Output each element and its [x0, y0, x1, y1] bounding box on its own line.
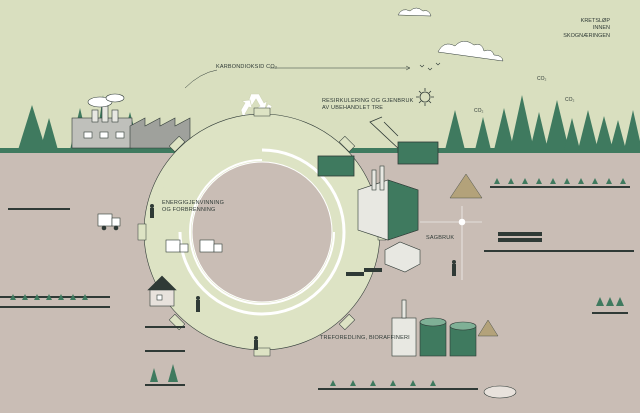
logs-icon [346, 232, 542, 276]
title-line-1: Kretsløp [580, 18, 610, 24]
person-icon [150, 204, 456, 350]
co2-mark: CO₂ [565, 97, 575, 103]
birds [419, 62, 441, 71]
label-recycling: Resirkulering og gjenbruk av ubehandlet … [322, 98, 414, 112]
label-co2-flow: Karbondioksid CO₂ [216, 64, 278, 70]
label-refining: Treforedling, bioraffineri [320, 335, 410, 341]
sun-icon [416, 88, 434, 106]
label-recycling-line-2: av ubehandlet tre [322, 104, 384, 111]
crop-field [0, 186, 634, 390]
label-energy-line-1: Energigjenvinning [162, 200, 225, 206]
crane-icon [317, 116, 439, 177]
forest-tree-icon [445, 95, 640, 150]
label-sawmill: Sagbruk [426, 235, 455, 241]
cloud-icon [397, 7, 504, 62]
co2-mark: CO₂ [474, 108, 484, 114]
connector-lines [420, 206, 482, 280]
truck-icon [97, 213, 223, 253]
sawmill-icon [357, 165, 421, 273]
co2-flow-arrow [184, 65, 411, 89]
title-line-2: innen [592, 25, 610, 32]
title-line-3: skognæringen [563, 32, 610, 39]
house-icon [147, 275, 177, 307]
factory-icon [71, 93, 191, 149]
diagram-title: Kretsløp innen skognæringen [563, 18, 610, 40]
wood-chip-pile [449, 173, 499, 337]
seedling-icon [10, 178, 626, 386]
label-energy: Energigjenvinning og forbrenning [162, 200, 224, 214]
label-recycling-line-1: Resirkulering og gjenbruk [322, 98, 414, 104]
label-energy-line-2: og forbrenning [162, 206, 216, 213]
gear-cycle [137, 107, 387, 357]
biorefinery-icon [391, 299, 517, 399]
co2-mark: CO₂ [537, 76, 547, 82]
